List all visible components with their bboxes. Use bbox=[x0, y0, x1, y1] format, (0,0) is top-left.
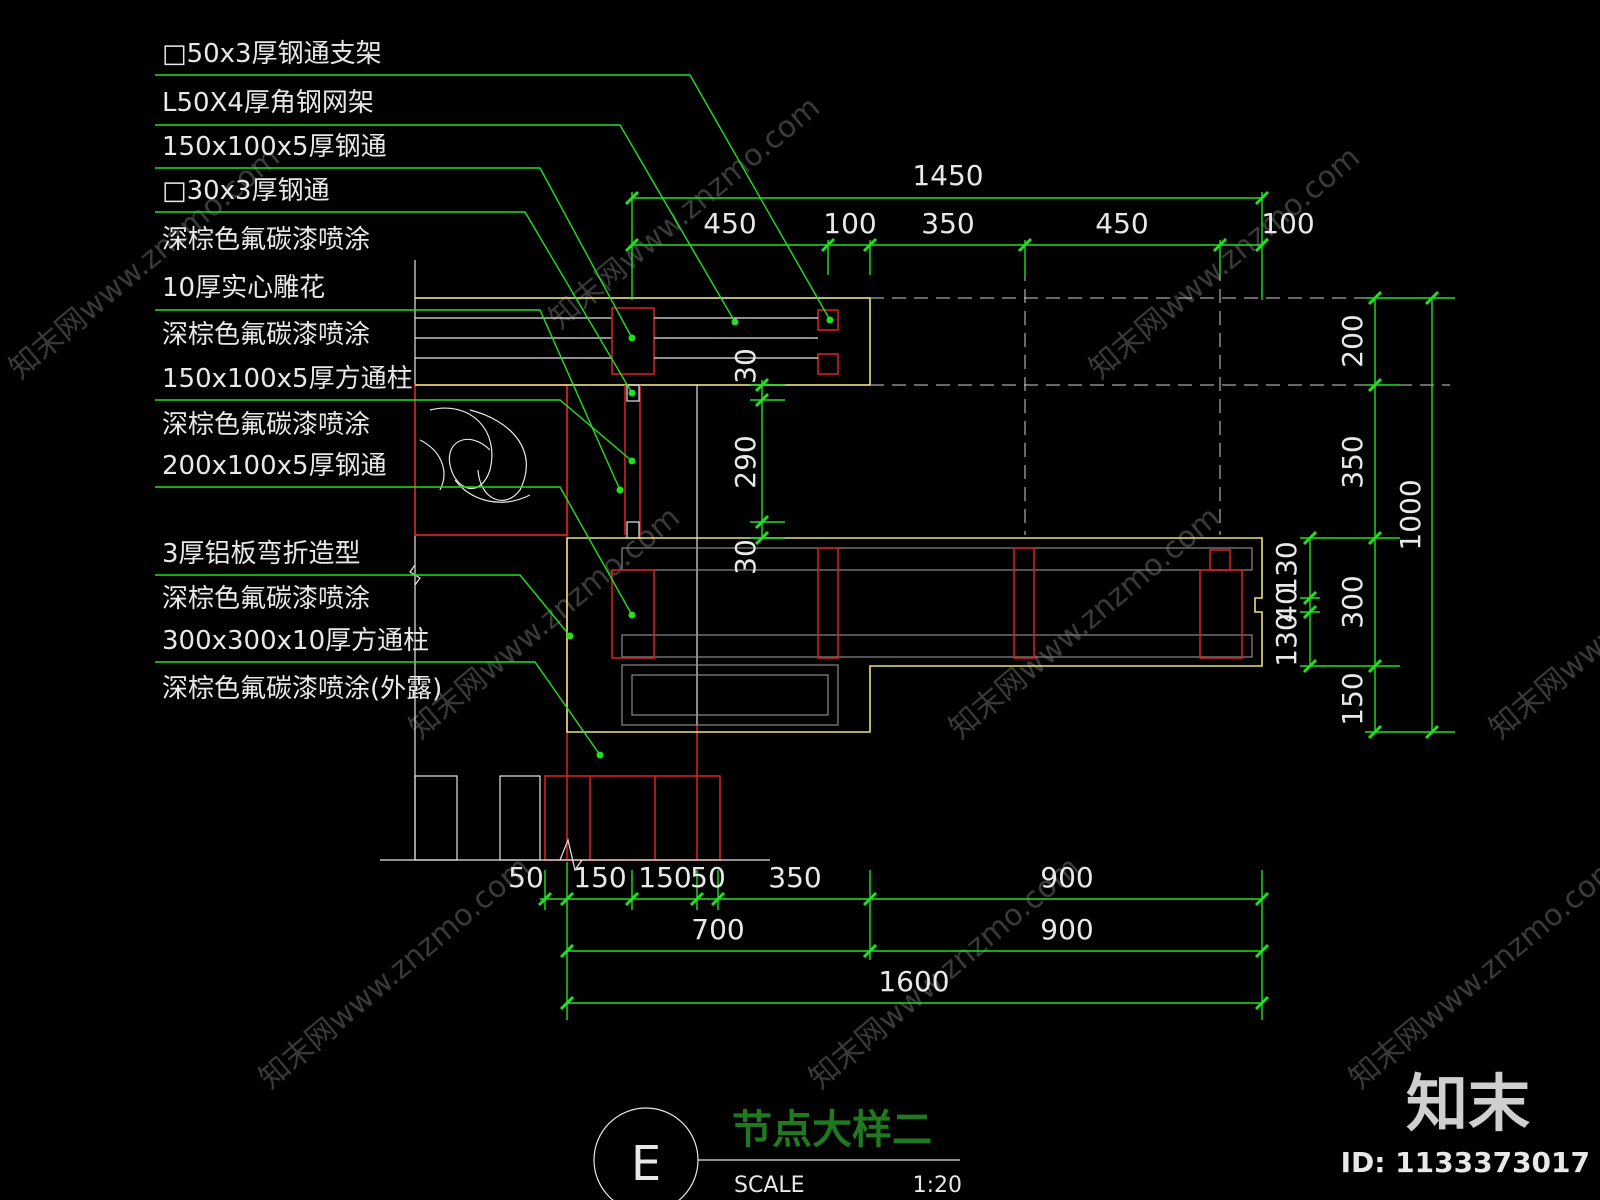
title-block: E 节点大样二 SCALE 1:20 bbox=[593, 1107, 962, 1200]
callout-label: 3厚铝板弯折造型 bbox=[162, 539, 361, 569]
scale-label: SCALE bbox=[734, 1173, 805, 1198]
dimension-label: 1000 bbox=[1394, 479, 1427, 550]
dimension-label: 50 bbox=[690, 861, 726, 894]
callout-label: L50X4厚角钢网架 bbox=[162, 88, 374, 118]
dimension-label: 150 bbox=[638, 861, 691, 894]
callout-label: 150x100x5厚方通柱 bbox=[162, 364, 413, 394]
callout-labels: □50x3厚钢通支架 L50X4厚角钢网架 150x100x5厚钢通 □30x3… bbox=[162, 39, 442, 704]
leader-lines bbox=[155, 74, 834, 759]
dimension-label: 30 bbox=[729, 348, 762, 384]
watermark-text: 知末网www.znzmo.com bbox=[943, 500, 1227, 746]
brand-watermark: 知末 ID: 1133373017 bbox=[1341, 1067, 1590, 1179]
dimension-label: 1450 bbox=[912, 159, 983, 192]
bottom-dimensions: 50 150 150 50 350 900 700 900 1600 bbox=[508, 861, 1270, 1020]
callout-label: 150x100x5厚钢通 bbox=[162, 132, 387, 162]
dimension-label: 150 bbox=[1336, 672, 1369, 725]
dimension-label: 130 bbox=[1270, 541, 1303, 594]
dimension-label: 450 bbox=[1095, 207, 1148, 240]
dimension-label: 200 bbox=[1336, 314, 1369, 367]
dimension-label: 700 bbox=[691, 913, 744, 946]
scale-value: 1:20 bbox=[913, 1173, 962, 1198]
callout-label: 深棕色氟碳漆喷涂 bbox=[162, 320, 370, 350]
callout-label: 深棕色氟碳漆喷涂 bbox=[162, 225, 370, 255]
top-dimensions: 1450 450 100 350 450 100 bbox=[624, 159, 1315, 300]
watermark-text: 知末网www.znzmo.com bbox=[1343, 850, 1600, 1096]
dimension-label: 900 bbox=[1040, 913, 1093, 946]
dimension-label: 300 bbox=[1336, 575, 1369, 628]
watermark-text: 知末网www.znzmo.com bbox=[543, 90, 827, 336]
callout-label: 300x300x10厚方通柱 bbox=[162, 626, 429, 656]
callout-label: 深棕色氟碳漆喷涂(外露) bbox=[162, 674, 442, 704]
dimension-label: 290 bbox=[729, 435, 762, 488]
dimension-label: 50 bbox=[508, 861, 544, 894]
watermark-text: 知末网www.znzmo.com bbox=[253, 850, 537, 1096]
dimension-label: 1600 bbox=[878, 965, 949, 998]
callout-label: 10厚实心雕花 bbox=[162, 273, 325, 303]
lower-box bbox=[566, 537, 1263, 733]
dimension-label: 130 bbox=[1270, 613, 1303, 666]
inner-dimensions: 30 290 30 bbox=[729, 348, 785, 575]
dimension-label: 40 bbox=[1270, 587, 1303, 623]
dimension-label: 150 bbox=[573, 861, 626, 894]
callout-label: □50x3厚钢通支架 bbox=[162, 39, 382, 69]
brand-logo: 知末 bbox=[1406, 1067, 1530, 1140]
callout-label: □30x3厚钢通 bbox=[162, 176, 330, 206]
dimension-label: 100 bbox=[1261, 207, 1314, 240]
callout-label: 200x100x5厚钢通 bbox=[162, 451, 387, 481]
dimension-label: 900 bbox=[1040, 861, 1093, 894]
callout-label: 深棕色氟碳漆喷涂 bbox=[162, 410, 370, 440]
watermark-text: 知末网www.znzmo.com bbox=[1483, 500, 1600, 746]
dimension-label: 350 bbox=[768, 861, 821, 894]
dimension-label: 30 bbox=[729, 539, 762, 575]
image-id: ID: 1133373017 bbox=[1341, 1146, 1590, 1179]
dimension-label: 350 bbox=[921, 207, 974, 240]
detail-marker: E bbox=[631, 1136, 661, 1192]
dimension-label: 350 bbox=[1336, 435, 1369, 488]
right-dimensions: 200 350 300 150 1000 130 40 130 bbox=[1270, 290, 1455, 740]
top-beam bbox=[415, 245, 1450, 725]
callout-label: 深棕色氟碳漆喷涂 bbox=[162, 584, 370, 614]
watermark-text: 知末网www.znzmo.com bbox=[403, 500, 687, 746]
drawing-title: 节点大样二 bbox=[732, 1107, 932, 1153]
dimension-label: 100 bbox=[823, 207, 876, 240]
watermark-text: 知末网www.znzmo.com bbox=[1083, 140, 1367, 386]
dimension-label: 450 bbox=[703, 207, 756, 240]
